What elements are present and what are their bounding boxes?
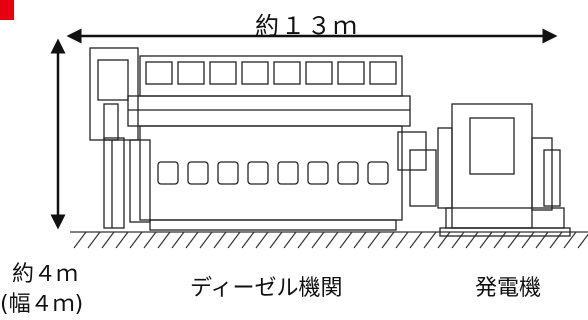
ground-hatch-line [437,231,451,249]
crankcase-door [187,161,209,185]
ground-hatch-line [227,231,241,249]
ground-hatch-line [339,231,353,249]
crankcase-door [157,161,179,185]
crankcase-door [247,161,269,185]
cylinder-head-cover [209,61,237,85]
cylinder-head-cover [273,61,301,85]
ground-hatch-line [185,231,199,249]
ground-hatch-line [269,231,283,249]
engine-label: ディーゼル機関 [190,276,343,301]
ground-hatch-line [73,231,87,249]
ground-hatch-line [213,231,227,249]
ground-hatch-line [549,231,563,249]
ground-hatch-line [353,231,367,249]
ground-hatch-line [465,231,479,249]
crankcase-door [217,161,239,185]
ground-hatch-line [255,231,269,249]
ground-hatch-line [521,231,535,249]
ground-hatch-line [87,231,101,249]
ground-hatch-line [283,231,297,249]
cylinder-head-cover [369,61,397,85]
ground-hatch-line [381,231,395,249]
ground-hatch-line [423,231,437,249]
ground-hatch-line [409,231,423,249]
ground-hatch-line [325,231,339,249]
cylinder-head-cover [241,61,269,85]
ground-hatch-line [367,231,381,249]
ground-hatch-line [129,231,143,249]
ground-hatch-line [451,231,465,249]
ground-hatch-line [535,231,549,249]
crankcase-door [367,161,389,185]
ground-hatch-line [297,231,311,249]
ground-hatch-line [577,233,588,249]
diesel-engine-drawing [89,47,437,231]
ground-hatch-line [241,231,255,249]
cylinder-head-cover [177,61,205,85]
ground-hatch-line [101,231,115,249]
cylinder-head-cover [337,61,365,85]
ground-hatch-line [493,231,507,249]
ground-hatch-line [479,231,493,249]
generator-drawing [437,103,571,237]
cylinder-head-cover [305,61,333,85]
crankcase-door [307,161,329,185]
width-label: (幅４ｍ) [0,292,84,317]
ground-hatching [70,231,588,249]
corner-marker [0,0,14,20]
cylinder-head-cover [145,61,173,85]
length-label: 約１３ｍ [255,12,359,40]
ground-hatch-line [199,231,213,249]
height-label: 約４ｍ [12,262,79,287]
ground-hatch-line [395,231,409,249]
ground-hatch-line [311,231,325,249]
ground-hatch-line [157,231,171,249]
generator-label: 発電機 [475,276,542,301]
crankcase-door [277,161,299,185]
ground-hatch-line [563,231,577,249]
crankcase-door [337,161,359,185]
ground-hatch-line [115,231,129,249]
ground-hatch-line [143,231,157,249]
ground-hatch-line [171,231,185,249]
ground-hatch-line [507,231,521,249]
